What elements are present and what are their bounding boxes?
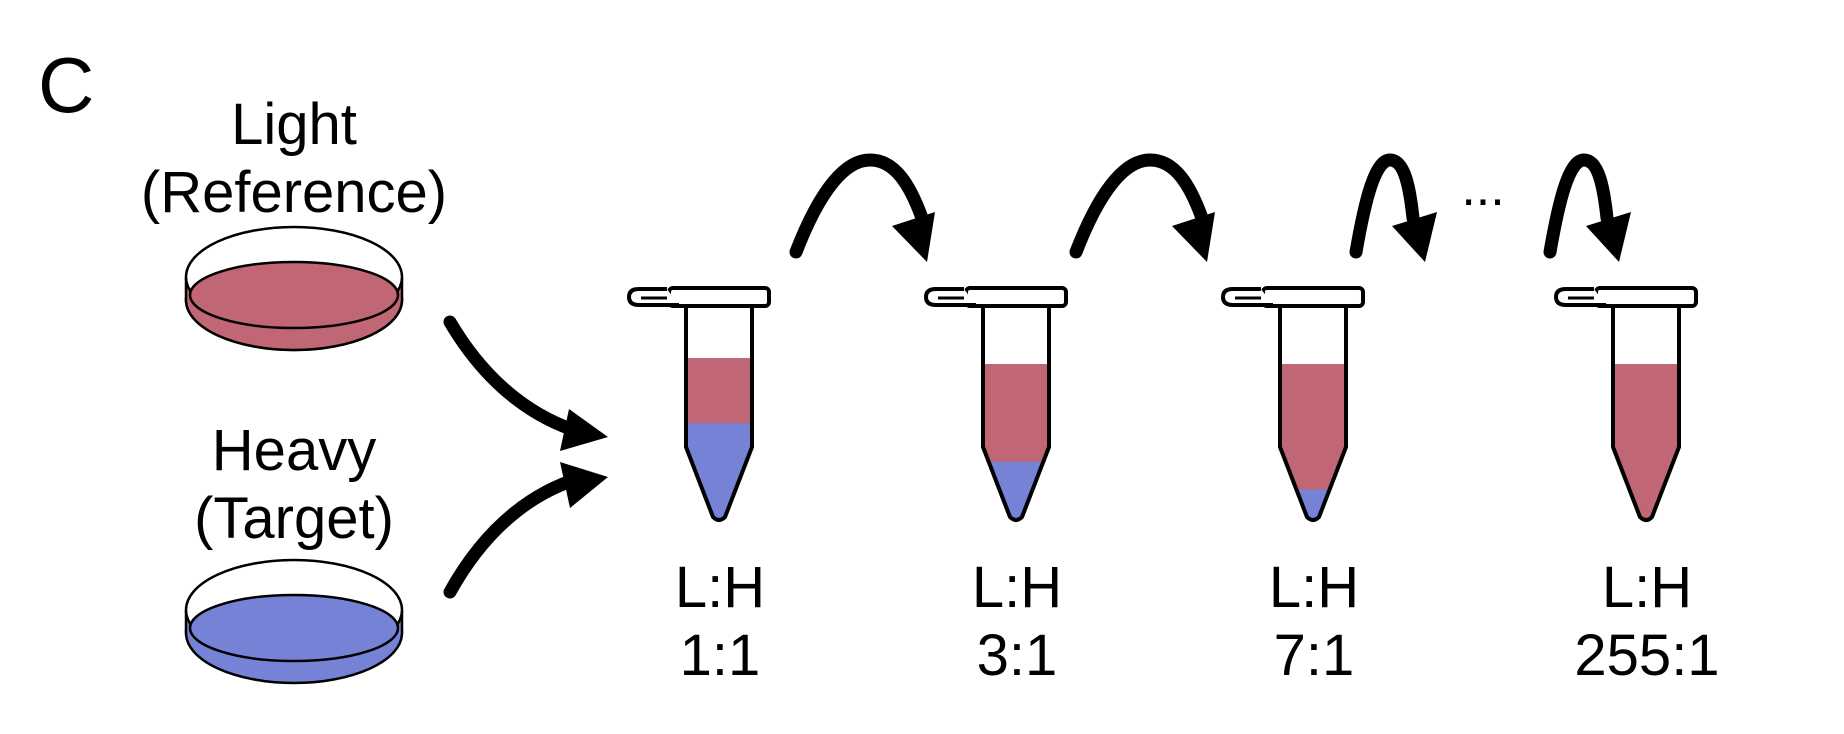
light-dish-label-line1: Light	[231, 92, 357, 157]
heavy-dish-label-line2: (Target)	[194, 486, 394, 551]
heavy-petri-dish-icon	[184, 558, 404, 685]
ratio-labels: L:H 1:1 L:H 3:1 L:H 7:1 L:H 255:1	[675, 555, 1720, 688]
tube-1-ratio-heading: L:H	[675, 555, 765, 620]
tube-1-ratio-value: 1:1	[680, 623, 761, 688]
tube-2-microcentrifuge-tube-icon	[924, 286, 1068, 522]
tube-4-light-layer	[1613, 364, 1679, 520]
heavy-to-tube-arrowhead-icon	[560, 462, 608, 508]
tube-4-ratio-value: 255:1	[1574, 623, 1719, 688]
heavy-dish-label-line1: Heavy	[212, 418, 376, 483]
tube-4-liquid	[1613, 364, 1679, 520]
tube-3-liquid	[1280, 364, 1346, 520]
light-to-tube-arrowhead-icon	[560, 409, 608, 451]
light-dish-label-line2: (Reference)	[141, 160, 447, 225]
tube-4-ratio-heading: L:H	[1602, 555, 1692, 620]
tubes-layer	[627, 286, 1698, 522]
transfer-arrow-3-icon	[1349, 153, 1420, 259]
tube-3-microcentrifuge-tube-icon	[1221, 286, 1365, 522]
transfer-arrowhead-3-icon	[1392, 212, 1437, 262]
tube-1-microcentrifuge-tube-icon	[627, 286, 771, 522]
transfer-arrow-4-icon	[1543, 153, 1614, 259]
transfer-arrowhead-1-icon	[892, 212, 935, 262]
tube-2-ratio-heading: L:H	[972, 555, 1062, 620]
tube-3-ratio-heading: L:H	[1269, 555, 1359, 620]
heavy-to-tube-arrow-icon	[443, 471, 587, 599]
light-petri-dish-icon	[184, 225, 404, 352]
transfer-arrow-1-icon	[789, 153, 929, 259]
tube-1-outline	[684, 303, 754, 522]
tube-2-ratio-value: 3:1	[977, 623, 1058, 688]
transfer-arrowhead-4-icon	[1586, 212, 1631, 262]
tube-2-cap	[964, 286, 1068, 308]
tube-1-liquid	[686, 358, 752, 520]
tube-1-cap	[667, 286, 771, 308]
tube-4-microcentrifuge-tube-icon	[1554, 286, 1698, 522]
tube-1-heavy-layer	[686, 423, 752, 520]
tube-2-outline	[981, 303, 1051, 522]
tube-3-outline	[1278, 303, 1348, 522]
ellipsis-text: ...	[1461, 159, 1504, 217]
tube-3-ratio-value: 7:1	[1274, 623, 1355, 688]
tube-4-outline	[1611, 303, 1681, 522]
tube-4-cap	[1594, 286, 1698, 308]
transfer-arrow-2-icon	[1069, 153, 1209, 259]
transfer-arrows	[789, 153, 1631, 262]
tube-2-liquid	[983, 364, 1049, 520]
tube-3-cap	[1261, 286, 1365, 308]
transfer-arrowhead-2-icon	[1172, 212, 1215, 262]
panel-letter: C	[38, 41, 94, 129]
light-to-tube-arrow-icon	[443, 315, 587, 439]
